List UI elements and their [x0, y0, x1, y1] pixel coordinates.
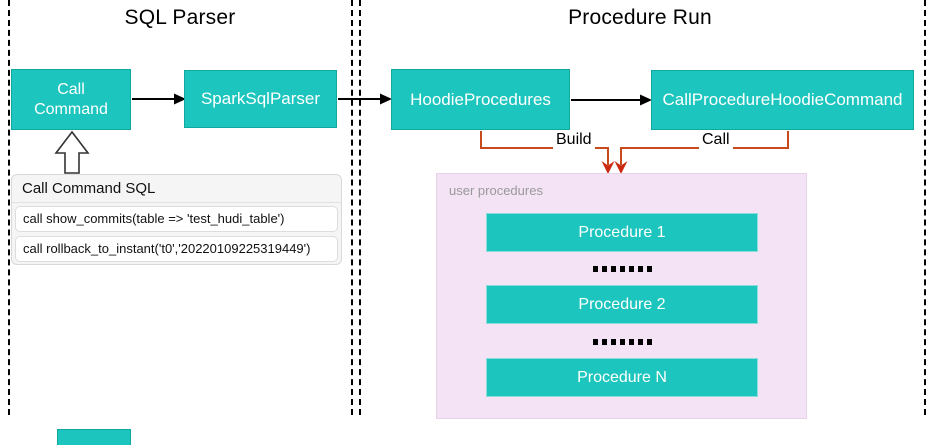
node-hoodie-procedures-label: HoodieProcedures [410, 89, 551, 109]
arrow-callcommand-to-sparksqlparser [132, 93, 186, 105]
ellipsis-dots [437, 339, 808, 345]
procedure-run-section-title: Procedure Run [568, 6, 712, 29]
node-procedure-2-label: Procedure 2 [578, 295, 666, 313]
arrow-hoodieprocedures-to-callprocedure [571, 94, 652, 106]
cropped-box-fragment [57, 429, 131, 445]
call-command-sql-panel: Call Command SQL call show_commits(table… [11, 174, 342, 265]
node-spark-sql-parser: SparkSqlParser [184, 70, 337, 128]
node-call-procedure-hoodie-command-label: CallProcedureHoodieCommand [662, 90, 903, 110]
node-procedure-n-label: Procedure N [577, 368, 667, 386]
build-edge-label: Build [553, 131, 595, 149]
procedure-run-right-border [924, 0, 926, 415]
node-spark-sql-parser-label: SparkSqlParser [200, 89, 321, 109]
ellipsis-dots [437, 266, 808, 272]
procedure-run-left-border [359, 0, 361, 415]
node-call-procedure-hoodie-command: CallProcedureHoodieCommand [651, 70, 914, 130]
node-procedure-1-label: Procedure 1 [578, 223, 666, 241]
node-hoodie-procedures: HoodieProcedures [391, 69, 570, 130]
user-procedures-label: user procedures [449, 183, 543, 198]
node-procedure-n: Procedure N [486, 358, 758, 397]
sql-panel-title: Call Command SQL [12, 175, 341, 203]
user-procedures-container: user procedures Procedure 1 Procedure 2 … [436, 173, 807, 419]
sql-parser-section-title: SQL Parser [124, 6, 236, 29]
node-call-command: Call Command [11, 69, 131, 130]
node-procedure-2: Procedure 2 [486, 285, 758, 324]
sql-parser-right-border [351, 0, 353, 415]
node-call-command-label: Call Command [34, 80, 108, 118]
sql-example-row: call rollback_to_instant('t0','202201092… [15, 236, 338, 262]
call-edge-label: Call [699, 131, 733, 149]
sql-parser-left-border [8, 0, 10, 415]
node-procedure-1: Procedure 1 [486, 213, 758, 252]
arrow-sparksqlparser-to-hoodieprocedures [338, 93, 392, 105]
up-block-arrow-icon [54, 130, 90, 174]
sql-example-row: call show_commits(table => 'test_hudi_ta… [15, 206, 338, 232]
